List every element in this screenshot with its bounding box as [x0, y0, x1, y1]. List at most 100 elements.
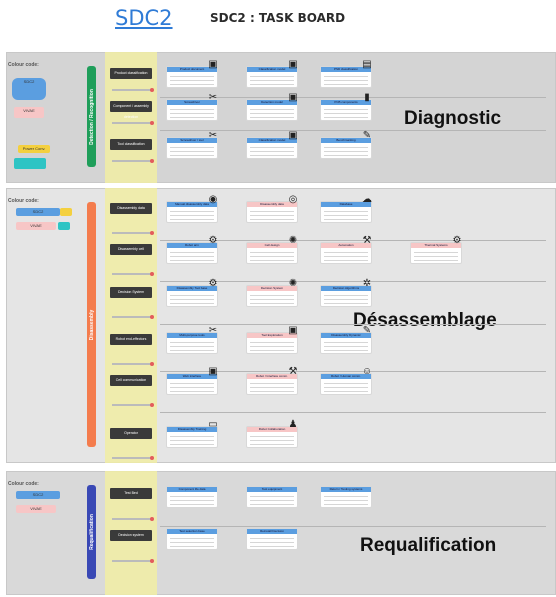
- task-card-line: [324, 346, 368, 347]
- task-card[interactable]: Disassembly Dynamic: [320, 332, 372, 354]
- row-progress-slider[interactable]: [112, 88, 154, 92]
- row-progress-slider[interactable]: [112, 362, 154, 366]
- row-progress-slider[interactable]: [112, 121, 154, 125]
- task-card[interactable]: Test selection base: [166, 528, 218, 550]
- slider-thumb[interactable]: [150, 231, 154, 235]
- row-label[interactable]: Disassembly data: [110, 203, 152, 214]
- task-card[interactable]: Robot Collaboration: [246, 426, 298, 448]
- monitor-icon: ▣: [208, 366, 218, 377]
- task-card[interactable]: Disassembly Tool base: [166, 285, 218, 307]
- phone-icon: ▮: [364, 92, 370, 103]
- task-card[interactable]: Screwdriver: [166, 99, 218, 121]
- section-title-diagnostic: Diagnostic: [404, 108, 502, 129]
- task-card-title: Disassembly Tool base: [167, 286, 217, 291]
- task-card-title: Component life data: [167, 487, 217, 492]
- task-card-title: Robot arm: [167, 243, 217, 248]
- task-card-line: [170, 546, 214, 547]
- task-card[interactable]: PCB components: [320, 99, 372, 121]
- row-progress-slider[interactable]: [112, 231, 154, 235]
- sdc2-link[interactable]: SDC2: [115, 6, 173, 30]
- row-label[interactable]: Test Bed: [110, 488, 152, 499]
- task-card[interactable]: Robot / Interface comm.: [246, 373, 298, 395]
- task-card[interactable]: Multi-purpose tools: [166, 332, 218, 354]
- task-card-line: [250, 303, 294, 304]
- slider-thumb[interactable]: [150, 456, 154, 460]
- row-progress-slider[interactable]: [112, 159, 154, 163]
- task-card[interactable]: Database: [320, 201, 372, 223]
- row-label[interactable]: Component / assembly detection: [110, 101, 152, 119]
- row-progress-slider[interactable]: [112, 517, 154, 521]
- task-card[interactable]: Classification model: [246, 137, 298, 159]
- tools-icon: ✂: [208, 130, 218, 141]
- gear-icon: ✲: [362, 278, 372, 289]
- row-progress-slider[interactable]: [112, 272, 154, 276]
- slider-thumb[interactable]: [150, 88, 154, 92]
- task-card[interactable]: Component life data: [166, 486, 218, 508]
- task-card[interactable]: Classification model: [246, 66, 298, 88]
- task-card-line: [324, 295, 368, 296]
- task-card-line: [170, 299, 214, 300]
- task-card[interactable]: Screwdriver / tool: [166, 137, 218, 159]
- row-label[interactable]: Disassembly cell: [110, 244, 152, 255]
- row-progress-slider[interactable]: [112, 456, 154, 460]
- task-card[interactable]: Benchmarking: [320, 137, 372, 159]
- vertical-stage-label: Disassembly: [88, 309, 95, 340]
- task-card[interactable]: Manual disassembly data: [166, 201, 218, 223]
- task-card[interactable]: Test equipment: [246, 486, 298, 508]
- row-label[interactable]: Decision System: [110, 287, 152, 298]
- row-label[interactable]: Product classification: [110, 68, 152, 79]
- slider-thumb[interactable]: [150, 159, 154, 163]
- task-card-line: [324, 342, 368, 343]
- row-progress-slider[interactable]: [112, 315, 154, 319]
- network-icon: ✺: [288, 235, 298, 246]
- robot-icon: ⚙: [208, 235, 218, 246]
- row-progress-slider[interactable]: [112, 403, 154, 407]
- slider-thumb[interactable]: [150, 272, 154, 276]
- task-card-line: [170, 538, 214, 539]
- task-card-line: [250, 342, 294, 343]
- row-label[interactable]: Cell communication: [110, 375, 152, 386]
- task-card-line: [324, 151, 368, 152]
- task-card[interactable]: Reinstall Decision: [246, 528, 298, 550]
- task-card-title: Automation: [321, 243, 371, 248]
- row-progress-slider[interactable]: [112, 559, 154, 563]
- task-card-title: Test selection base: [167, 529, 217, 534]
- task-card[interactable]: Detection model: [246, 99, 298, 121]
- slider-thumb[interactable]: [150, 517, 154, 521]
- task-card[interactable]: Cell design: [246, 242, 298, 264]
- legend-swatch: SDC2: [16, 491, 60, 499]
- slider-thumb[interactable]: [150, 315, 154, 319]
- task-card[interactable]: Product document: [166, 66, 218, 88]
- task-card[interactable]: Robot / Human comm.: [320, 373, 372, 395]
- row-label[interactable]: Operator: [110, 428, 152, 439]
- row-label[interactable]: Tool classification: [110, 139, 152, 150]
- task-card-line: [250, 117, 294, 118]
- task-card[interactable]: Decision Algorithms: [320, 285, 372, 307]
- row-label[interactable]: Decision system: [110, 530, 152, 541]
- task-card[interactable]: Automation: [320, 242, 372, 264]
- task-card[interactable]: Return / Testing systems: [320, 486, 372, 508]
- task-card-line: [250, 504, 294, 505]
- task-card[interactable]: Thermal Systems: [410, 242, 462, 264]
- slider-thumb[interactable]: [150, 403, 154, 407]
- task-card[interactable]: Web interface: [166, 373, 218, 395]
- task-card[interactable]: Decision System: [246, 285, 298, 307]
- slider-thumb[interactable]: [150, 362, 154, 366]
- task-card[interactable]: PSD classification: [320, 66, 372, 88]
- task-card-line: [324, 383, 368, 384]
- task-card[interactable]: Tool Exploration: [246, 332, 298, 354]
- legend-swatch: SDC2: [12, 78, 46, 100]
- task-card[interactable]: Disassembly data: [246, 201, 298, 223]
- task-card-line: [250, 500, 294, 501]
- task-card[interactable]: Disassembly Training: [166, 426, 218, 448]
- task-card-line: [250, 546, 294, 547]
- document-icon: ▤: [362, 59, 372, 70]
- task-card[interactable]: Robot arm: [166, 242, 218, 264]
- task-card-title: Return / Testing systems: [321, 487, 371, 492]
- network-icon: ✺: [288, 278, 298, 289]
- task-card-line: [324, 391, 368, 392]
- row-label[interactable]: Robot end-effectors: [110, 334, 152, 345]
- slider-thumb[interactable]: [150, 559, 154, 563]
- slider-thumb[interactable]: [150, 121, 154, 125]
